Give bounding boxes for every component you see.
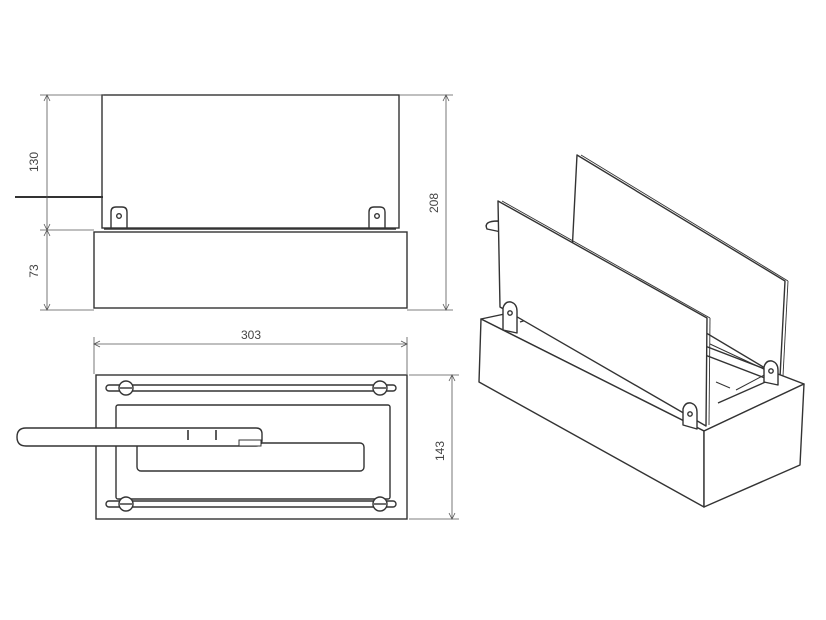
top-lever: [16, 427, 263, 447]
top-bolt-back-left: [118, 380, 134, 396]
iso-bracket-front-left: [502, 301, 518, 334]
top-glass-rail-front: [105, 500, 397, 508]
top-bolt-front-left: [118, 496, 134, 512]
depth-dimension: [409, 374, 459, 520]
front-dimensions: [40, 94, 453, 311]
front-bracket-right: [368, 206, 386, 228]
top-glass-rail-back: [105, 384, 397, 392]
iso-base-side: [703, 383, 805, 508]
front-base: [93, 231, 408, 309]
top-bolt-front-right: [372, 496, 388, 512]
top-base-outline: [95, 374, 408, 520]
dim-length: 303: [241, 328, 261, 342]
front-bracket-left: [110, 206, 128, 228]
front-view: [15, 94, 408, 309]
iso-bracket-front-right: [682, 402, 698, 430]
front-glass-panel: [101, 94, 400, 229]
dim-base-height: 73: [27, 264, 41, 278]
top-view: [16, 374, 408, 520]
top-burner-frame: [115, 404, 391, 500]
dim-depth: 143: [433, 441, 447, 461]
iso-bracket-back-right: [763, 360, 779, 386]
top-bolt-back-right: [372, 380, 388, 396]
iso-glass-front: [497, 200, 708, 427]
length-dimension: [93, 337, 408, 374]
dim-total-height: 208: [427, 193, 441, 213]
isometric-view: [478, 154, 805, 508]
dim-glass-height: 130: [27, 152, 41, 172]
